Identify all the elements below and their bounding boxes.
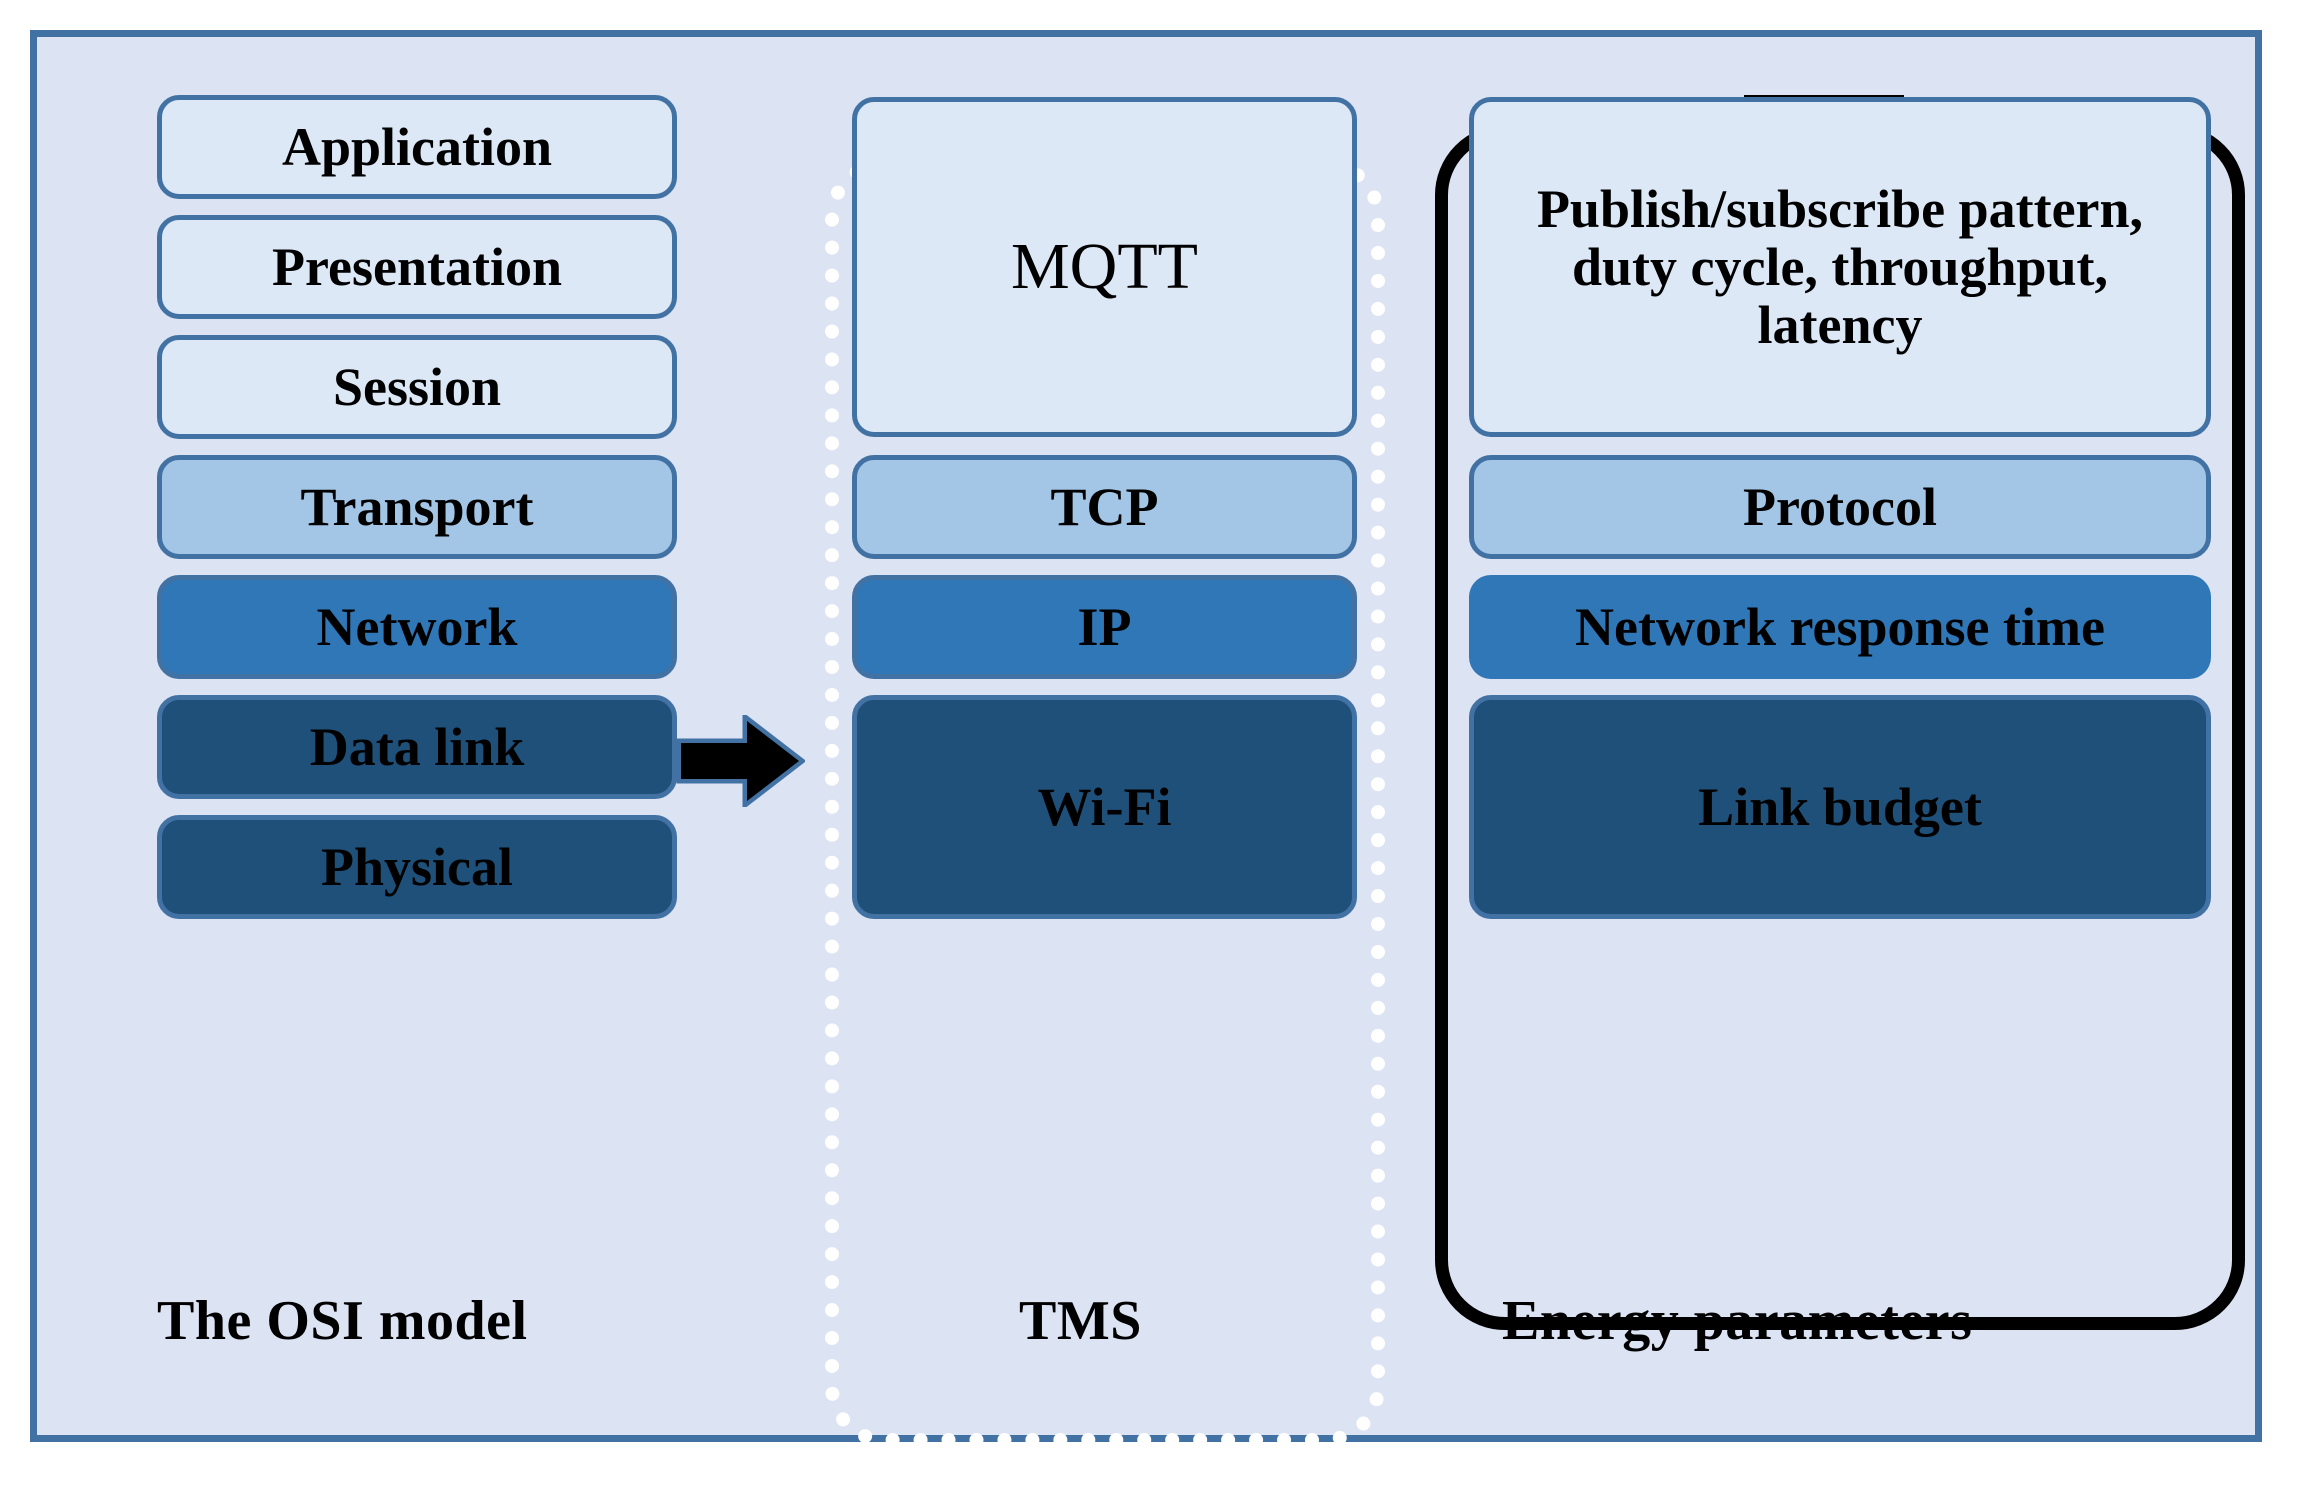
osi-layer-physical[interactable]: Physical <box>157 815 677 919</box>
osi-layer-session[interactable]: Session <box>157 335 677 439</box>
osi-layer-application[interactable]: Application <box>157 95 677 199</box>
right-arrow-icon <box>675 711 807 811</box>
tms-layer-wifi[interactable]: Wi-Fi <box>852 695 1357 919</box>
osi-layer-transport[interactable]: Transport <box>157 455 677 559</box>
energy-param-protocol[interactable]: Protocol <box>1469 455 2211 559</box>
tms-layer-ip[interactable]: IP <box>852 575 1357 679</box>
tms-layer-tcp[interactable]: TCP <box>852 455 1357 559</box>
tms-column-caption: TMS <box>1019 1290 1142 1352</box>
energy-param-mqtt-metrics[interactable]: Publish/subscribe pattern, duty cycle, t… <box>1469 97 2211 437</box>
osi-layer-presentation[interactable]: Presentation <box>157 215 677 319</box>
osi-column-caption: The OSI model <box>157 1290 528 1352</box>
diagram-frame: Application Presentation Session Transpo… <box>30 30 2262 1447</box>
osi-layer-network[interactable]: Network <box>157 575 677 679</box>
energy-param-network-response-time[interactable]: Network response time <box>1469 575 2211 679</box>
energy-param-link-budget[interactable]: Link budget <box>1469 695 2211 919</box>
osi-layer-data-link[interactable]: Data link <box>157 695 677 799</box>
energy-column-caption: Energy parameters <box>1502 1290 1973 1352</box>
tms-layer-mqtt[interactable]: MQTT <box>852 97 1357 437</box>
